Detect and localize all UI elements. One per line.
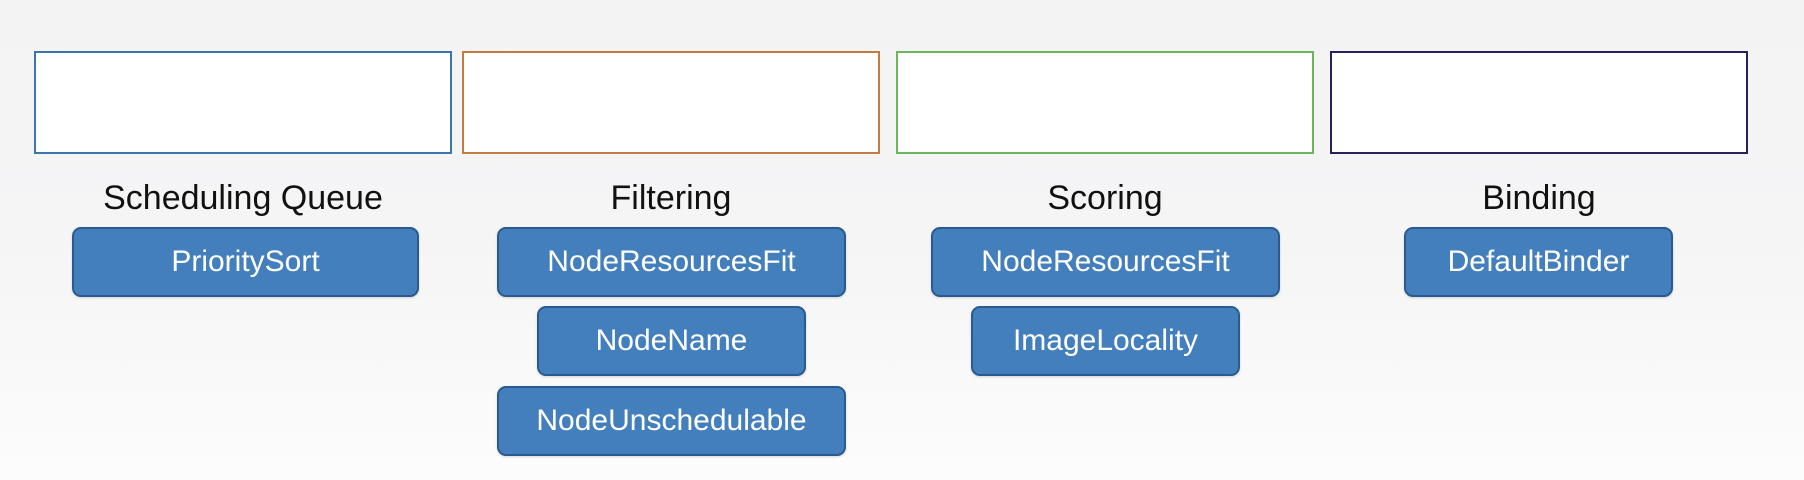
stage-box-filtering xyxy=(462,51,880,154)
stage-title-scheduling-queue: Scheduling Queue xyxy=(103,179,383,217)
plugin-image-locality[interactable]: ImageLocality xyxy=(971,306,1240,376)
stage-box-scheduling-queue xyxy=(34,51,452,154)
plugin-scoring-node-resources-fit[interactable]: NodeResourcesFit xyxy=(931,227,1280,297)
stage-title-scoring: Scoring xyxy=(1047,179,1163,217)
plugin-filtering-node-resources-fit[interactable]: NodeResourcesFit xyxy=(497,227,846,297)
plugin-node-name[interactable]: NodeName xyxy=(537,306,806,376)
plugin-node-unschedulable[interactable]: NodeUnschedulable xyxy=(497,386,846,456)
stage-title-binding: Binding xyxy=(1482,179,1596,217)
stage-title-filtering: Filtering xyxy=(610,179,732,217)
plugin-priority-sort[interactable]: PrioritySort xyxy=(72,227,419,297)
stage-box-binding xyxy=(1330,51,1748,154)
plugin-default-binder[interactable]: DefaultBinder xyxy=(1404,227,1673,297)
stage-box-scoring xyxy=(896,51,1314,154)
